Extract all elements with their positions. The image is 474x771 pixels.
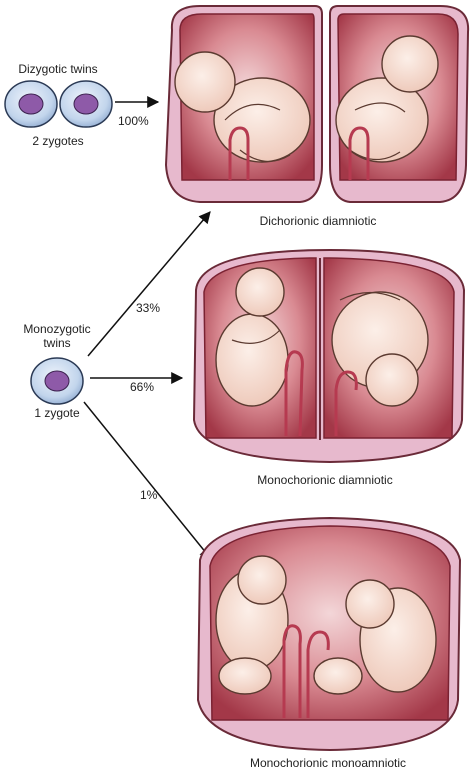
monochorionic-monoamniotic-label: Monochorionic monoamniotic	[249, 756, 407, 770]
monochorionic-diamniotic-illustration	[192, 248, 466, 464]
monochorionic-monoamniotic-illustration	[196, 516, 462, 752]
fetus	[215, 555, 302, 718]
zygote-2	[59, 80, 113, 128]
zygote-1	[4, 80, 58, 128]
monozygotic-zygote	[30, 357, 84, 405]
dizygotic-result: Dichorionic diamniotic	[259, 214, 377, 228]
dizygotic-title: Dizygotic twins	[18, 62, 98, 76]
monozygotic-title-line2: twins	[43, 336, 71, 350]
fetus	[335, 35, 439, 180]
branch-66-percent: 66%	[130, 380, 155, 394]
fetus	[331, 291, 429, 436]
dizygotic-count: 2 zygotes	[32, 134, 84, 148]
monochorionic-diamniotic-label: Monochorionic diamniotic	[257, 473, 393, 487]
branch-33-percent: 33%	[136, 301, 161, 315]
dichorionic-diamniotic-illustration	[164, 5, 470, 203]
fetus	[215, 267, 304, 437]
dizygotic-percent: 100%	[118, 114, 149, 128]
monozygotic-count: 1 zygote	[34, 406, 80, 420]
arrow-33	[87, 211, 211, 357]
branch-1-percent: 1%	[140, 488, 158, 502]
arrow-1	[83, 401, 212, 560]
dizygotic-zygotes	[4, 80, 113, 128]
fetus	[174, 51, 311, 180]
monozygotic-title-line1: Monozygotic	[23, 322, 91, 336]
fetus	[306, 579, 437, 718]
